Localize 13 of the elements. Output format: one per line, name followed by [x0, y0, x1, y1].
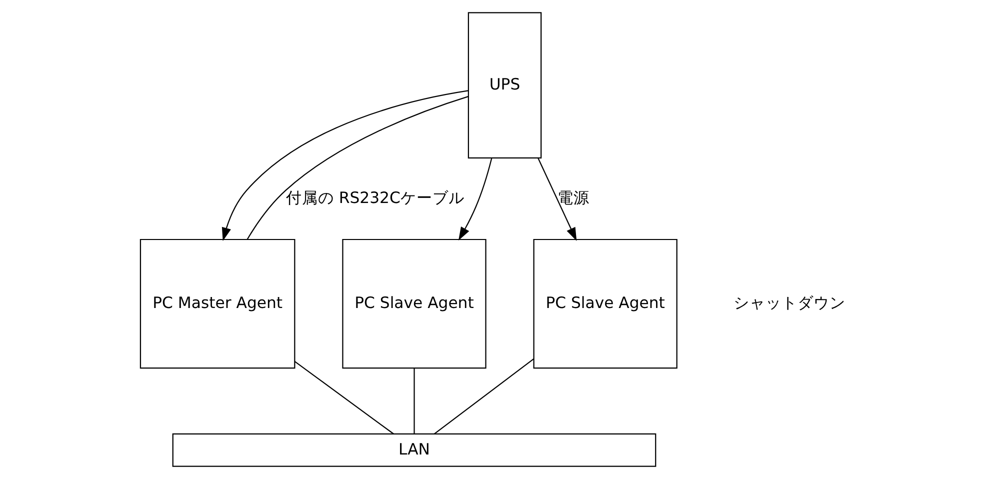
node-box: PC Slave Agent — [342, 238, 486, 369]
edge-label: 付属の RS232Cケーブル — [285, 188, 464, 207]
arrow — [537, 158, 576, 242]
node-box: PC Master Agent — [139, 238, 295, 369]
node-box: PC Slave Agent — [532, 238, 677, 369]
edge-label: 電源 — [556, 188, 589, 207]
node-box: UPS — [467, 12, 542, 158]
node-box: LAN — [172, 433, 656, 467]
arrow — [458, 158, 492, 240]
connector — [294, 360, 394, 434]
connector — [413, 368, 414, 434]
label: シャットダウン — [733, 292, 846, 312]
connector — [433, 358, 534, 434]
